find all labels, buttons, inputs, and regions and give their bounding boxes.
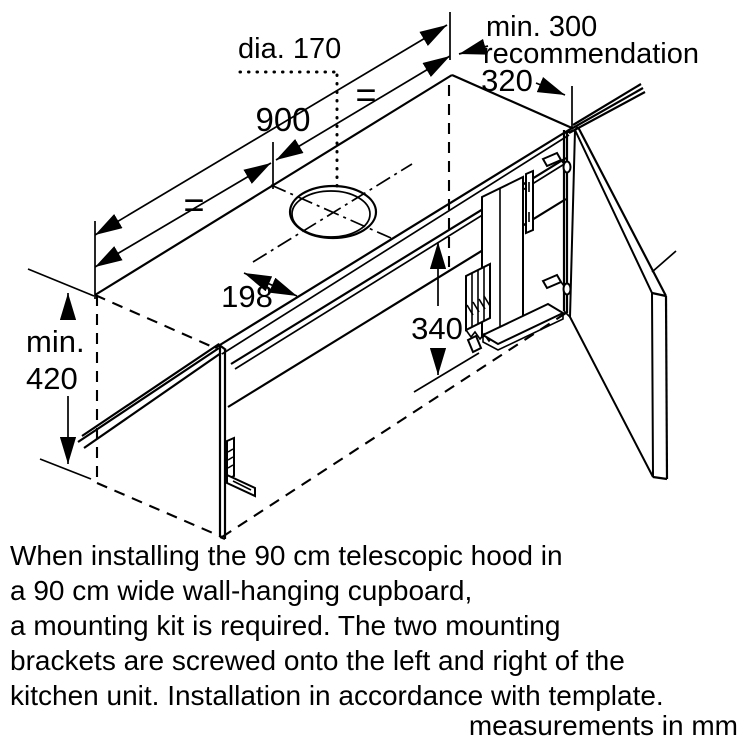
rack-hatching <box>466 295 491 316</box>
bracket-foot-thickness <box>482 313 564 351</box>
door-top-thickness <box>577 126 667 297</box>
equal-sign-right: = <box>355 74 376 115</box>
cupboard-outline <box>77 73 646 541</box>
top-front-edge <box>214 127 573 349</box>
dim-equal-spacing: = = <box>94 55 451 268</box>
dim-198-label: 198 <box>221 279 273 314</box>
visor-rail-1 <box>81 343 220 437</box>
caption-block: When installing the 90 cm telescopic hoo… <box>10 538 750 713</box>
cupboard-door-open <box>564 126 677 481</box>
hidden-top-left-edge <box>94 294 216 349</box>
dim-340-ext-bottom <box>413 352 480 393</box>
dim-340-label: 340 <box>411 311 463 346</box>
dim-420-ext-top <box>27 268 95 297</box>
left-bracket-foot-edge <box>232 480 252 491</box>
left-wall-bottom-cap <box>219 535 226 541</box>
rack-teeth <box>465 329 494 343</box>
mounting-bracket-left <box>226 436 256 498</box>
hidden-bottom-left-edge <box>96 482 223 538</box>
caption-line: brackets are screwed onto the left and r… <box>10 645 625 676</box>
dim-198: 198 <box>221 272 298 314</box>
mounting-bracket-right <box>465 169 566 354</box>
visor-rail-2 <box>77 347 220 443</box>
dim-equal-right-line <box>275 55 451 161</box>
caption-line: When installing the 90 cm telescopic hoo… <box>10 540 563 571</box>
dim-min300-leader <box>458 38 489 55</box>
dim-dia170: dia. 170 <box>238 33 341 189</box>
hinge-peg-bottom <box>541 273 563 290</box>
caption-line: a mounting kit is required. The two moun… <box>10 610 561 641</box>
rear-rail-1 <box>572 83 642 126</box>
door-hinge-top <box>564 128 576 135</box>
dim-340: 340 <box>411 242 480 393</box>
dim-420-label-2: 420 <box>26 361 78 396</box>
dim-dia170-label: dia. 170 <box>238 33 341 65</box>
caption-line: kitchen unit. Installation in accordance… <box>10 680 664 711</box>
units-note: measurements in mm <box>468 710 738 741</box>
visor-rail-3 <box>83 352 222 449</box>
rear-rail-2 <box>570 87 644 130</box>
top-front-edge-inner <box>221 134 570 355</box>
door-corner-cap <box>651 291 667 298</box>
dim-min420: min. 420 <box>26 268 95 480</box>
dim-320-leader <box>535 77 566 96</box>
rear-rail-3 <box>568 91 646 134</box>
dim-320: 320 <box>481 63 573 127</box>
right-wall-bottom-corner <box>563 310 571 318</box>
door-top-cap <box>574 126 579 131</box>
door-outer-thickness <box>664 295 669 480</box>
door-face <box>568 129 654 478</box>
bracket-slot-strip <box>525 169 534 235</box>
dim-320-label: 320 <box>481 63 533 98</box>
dim-900-label: 900 <box>255 101 310 138</box>
hinge-pegs <box>541 151 572 296</box>
equal-sign-left: = <box>183 184 204 225</box>
hinge-peg-top <box>541 151 563 168</box>
dim-min300-label-2: recommendation <box>483 38 699 70</box>
left-bracket-teeth <box>227 448 234 469</box>
dim-420-ext-bottom <box>39 458 92 480</box>
top-right-edge <box>451 73 573 130</box>
dim-equal-left-line <box>94 162 272 268</box>
hinge-washer-bottom <box>562 282 572 296</box>
dim-198-arrow <box>243 272 298 297</box>
dim-min300-label-1: min. 300 <box>486 11 597 43</box>
hidden-bottom-front-edge <box>221 312 567 538</box>
caption-line: a 90 cm wide wall-hanging cupboard, <box>10 575 473 606</box>
door-edge-tick <box>651 250 677 273</box>
dim-min300: min. 300 recommendation <box>458 11 699 70</box>
dim-420-label-1: min. <box>26 324 85 359</box>
door-bottom-cap <box>652 475 668 481</box>
rack-tab <box>466 334 483 354</box>
hinge-washer-top <box>562 160 572 174</box>
